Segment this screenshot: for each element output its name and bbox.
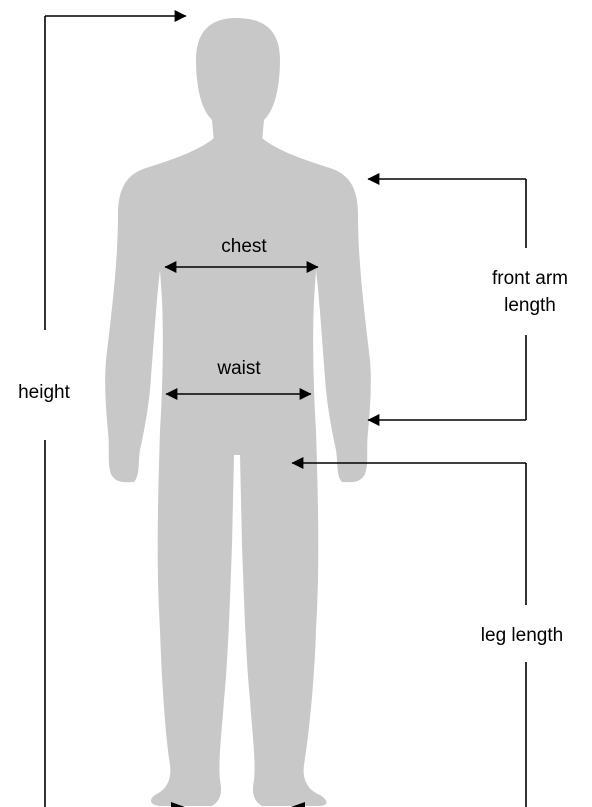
chest-label: chest (221, 236, 267, 257)
front-arm-indicator (368, 179, 526, 420)
body-silhouette (105, 18, 371, 806)
waist-label: waist (216, 358, 261, 379)
leg-length-label: leg length (481, 625, 563, 646)
head (196, 18, 280, 142)
front-arm-label-line1: front arm (492, 268, 568, 289)
height-label: height (18, 382, 70, 403)
front-arm-label-line2: length (504, 295, 556, 316)
